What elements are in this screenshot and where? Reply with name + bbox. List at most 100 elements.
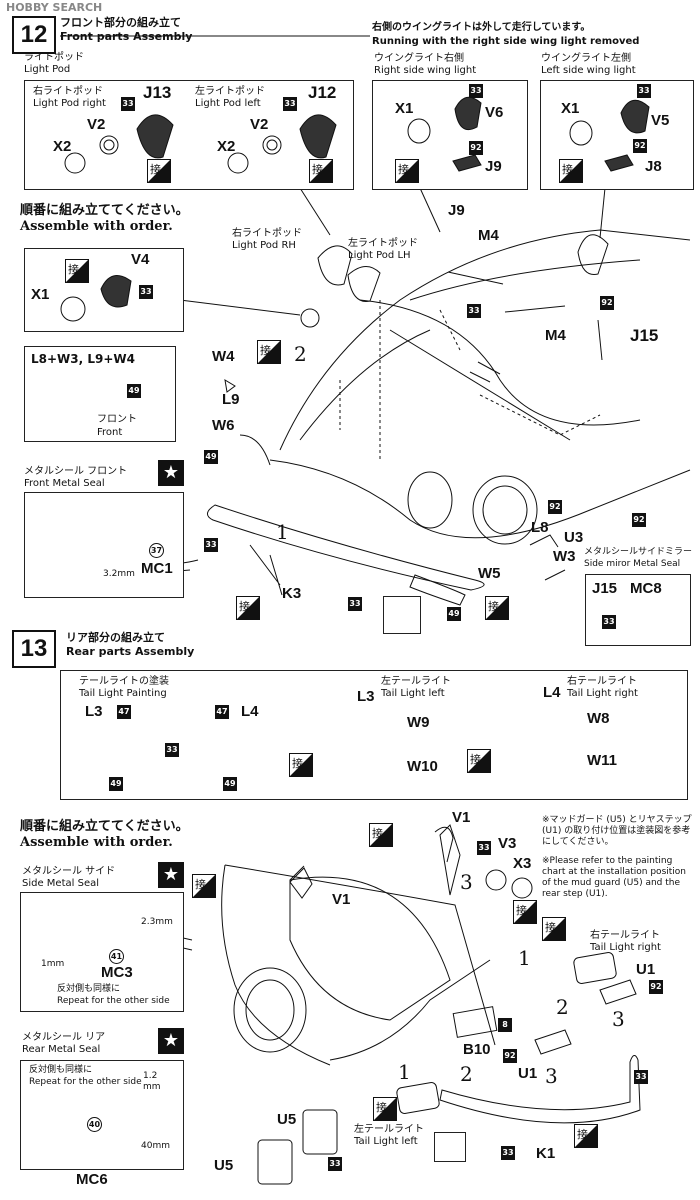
v4-box: V4 X1 33 接 <box>24 248 184 332</box>
pod-lh-jp: 左ライトポッド <box>348 238 418 249</box>
paint-47: 47 <box>117 705 131 719</box>
cement-icon: 接 <box>309 159 333 183</box>
note-jp: ※マッドガード (U5) とリヤステップ (U1) の取り付け位置は塗装図を参考… <box>542 815 692 847</box>
paint-33: 33 <box>283 97 297 111</box>
seq-3-left: 3 <box>545 1064 558 1088</box>
part-x2-right: X2 <box>53 138 72 155</box>
part-j12: J12 <box>308 83 337 102</box>
side-seal-box: 2.3mm 41 MC3 1mm 反対側も同様に Repeat for the … <box>20 892 184 1012</box>
cement-icon: 接 <box>147 159 171 183</box>
paint-92: 92 <box>548 500 562 514</box>
part-x1: X1 <box>395 100 414 117</box>
seq-1-rear: 1 <box>518 946 531 970</box>
cement-icon: 接 <box>542 917 566 941</box>
cement-icon: 接 <box>289 753 313 777</box>
cement-icon: 接 <box>395 159 419 183</box>
paint-92: 92 <box>649 980 663 994</box>
part-l9: L9 <box>222 391 240 408</box>
seq-3: 3 <box>460 870 473 894</box>
seq-1-left: 1 <box>398 1060 411 1084</box>
cement-icon: 接 <box>574 1124 598 1148</box>
paint-33: 33 <box>469 84 483 98</box>
part-w10: W10 <box>407 758 438 775</box>
part-w9: W9 <box>407 714 430 731</box>
mirror-seal-jp: メタルシールサイドミラー <box>584 547 693 557</box>
tail-right-jp: 右テールライト <box>567 676 637 687</box>
part-k3: K3 <box>282 585 302 602</box>
paint-49: 49 <box>447 607 461 621</box>
part-x2-left: X2 <box>217 138 236 155</box>
star-icon: ★ <box>158 862 184 888</box>
dim-1: 1mm <box>41 959 65 969</box>
pod-right-jp: 右ライトポッド <box>33 86 103 97</box>
step-13-title-jp: リア部分の組み立て <box>66 631 165 644</box>
tail-left2-en: Tail Light left <box>354 1136 418 1147</box>
part-v1-right: V1 <box>452 809 471 826</box>
part-v4: V4 <box>131 251 150 268</box>
mirror-seal-en: Side miror Metal Seal <box>584 559 681 569</box>
seq-3-right: 3 <box>612 1007 625 1031</box>
part-l4: L4 <box>543 684 561 701</box>
part-w3: W3 <box>553 548 576 565</box>
part-x1-left: X1 <box>561 100 580 117</box>
pod-rh-jp: 右ライトポッド <box>232 228 302 239</box>
part-l3-paint: L3 <box>85 703 103 720</box>
part-mc8: MC8 <box>630 580 662 597</box>
paint-33: 33 <box>121 97 135 111</box>
dim-mm: mm <box>143 1082 161 1092</box>
part-j13: J13 <box>143 83 172 102</box>
paint-33: 33 <box>477 841 491 855</box>
seq-2-rear: 2 <box>556 995 569 1019</box>
part-w11: W11 <box>587 752 618 769</box>
paint-33: 33 <box>348 597 362 611</box>
part-j9: J9 <box>485 158 502 175</box>
part-u5-bottom: U5 <box>214 1157 234 1174</box>
repeat-en: Repeat for the other side <box>57 996 170 1006</box>
part-v2-right: V2 <box>87 116 106 133</box>
cement-icon: 接 <box>513 900 537 924</box>
tail-left2-jp: 左テールライト <box>354 1124 424 1135</box>
paint-92: 92 <box>503 1049 517 1063</box>
part-l4-paint: L4 <box>241 703 259 720</box>
paint-92: 92 <box>600 296 614 310</box>
paint-40: 40 <box>87 1117 102 1132</box>
cement-icon: 接 <box>65 259 89 283</box>
part-x1-v4: X1 <box>31 286 50 303</box>
part-v6: V6 <box>485 104 504 121</box>
part-k1: K1 <box>536 1145 556 1162</box>
part-w6: W6 <box>212 417 235 434</box>
front-seal-box: 37 MC1 3.2mm <box>24 492 184 598</box>
mark-detail <box>383 596 421 634</box>
light-pod-label-en: Light Pod <box>24 64 71 75</box>
side-seal-en: Side Metal Seal <box>22 878 99 889</box>
light-pod-box: 右ライトポッド Light Pod right 左ライトポッド Light Po… <box>24 80 354 190</box>
pod-rh-en: Light Pod RH <box>232 240 296 251</box>
paint-8: 8 <box>498 1018 512 1032</box>
cement-icon: 接 <box>257 340 281 364</box>
part-j15-seal: J15 <box>592 580 618 597</box>
part-x3: X3 <box>513 855 532 872</box>
part-w8: W8 <box>587 710 610 727</box>
paint-33: 33 <box>501 1146 515 1160</box>
part-mc3: MC3 <box>101 964 133 981</box>
side-seal-jp: メタルシール サイド <box>22 866 116 877</box>
part-u3: U3 <box>564 529 584 546</box>
part-l3: L3 <box>357 688 375 705</box>
cement-icon: 接 <box>485 596 509 620</box>
step-12-title-jp: フロント部分の組み立て <box>60 16 181 29</box>
order-en-13: Assemble with order. <box>20 835 173 850</box>
dim-2-3: 2.3mm <box>141 917 173 927</box>
light-pod-label-jp: ライトポッド <box>24 52 84 63</box>
cement-icon: 接 <box>192 874 216 898</box>
paint-49: 49 <box>127 384 141 398</box>
paint-33: 33 <box>634 1070 648 1084</box>
paint-33: 33 <box>328 1157 342 1171</box>
step-13-title-en: Rear parts Assembly <box>66 645 195 658</box>
cement-icon: 接 <box>467 749 491 773</box>
dim-1-2: 1.2 <box>143 1071 158 1081</box>
part-v1-left: V1 <box>332 891 351 908</box>
part-u1-left: U1 <box>518 1065 538 1082</box>
part-m4-top: M4 <box>478 227 499 244</box>
tail-right2-en: Tail Light right <box>590 942 661 953</box>
tail-light-box: テールライトの塗装 Tail Light Painting L3 L4 47 4… <box>60 670 688 800</box>
